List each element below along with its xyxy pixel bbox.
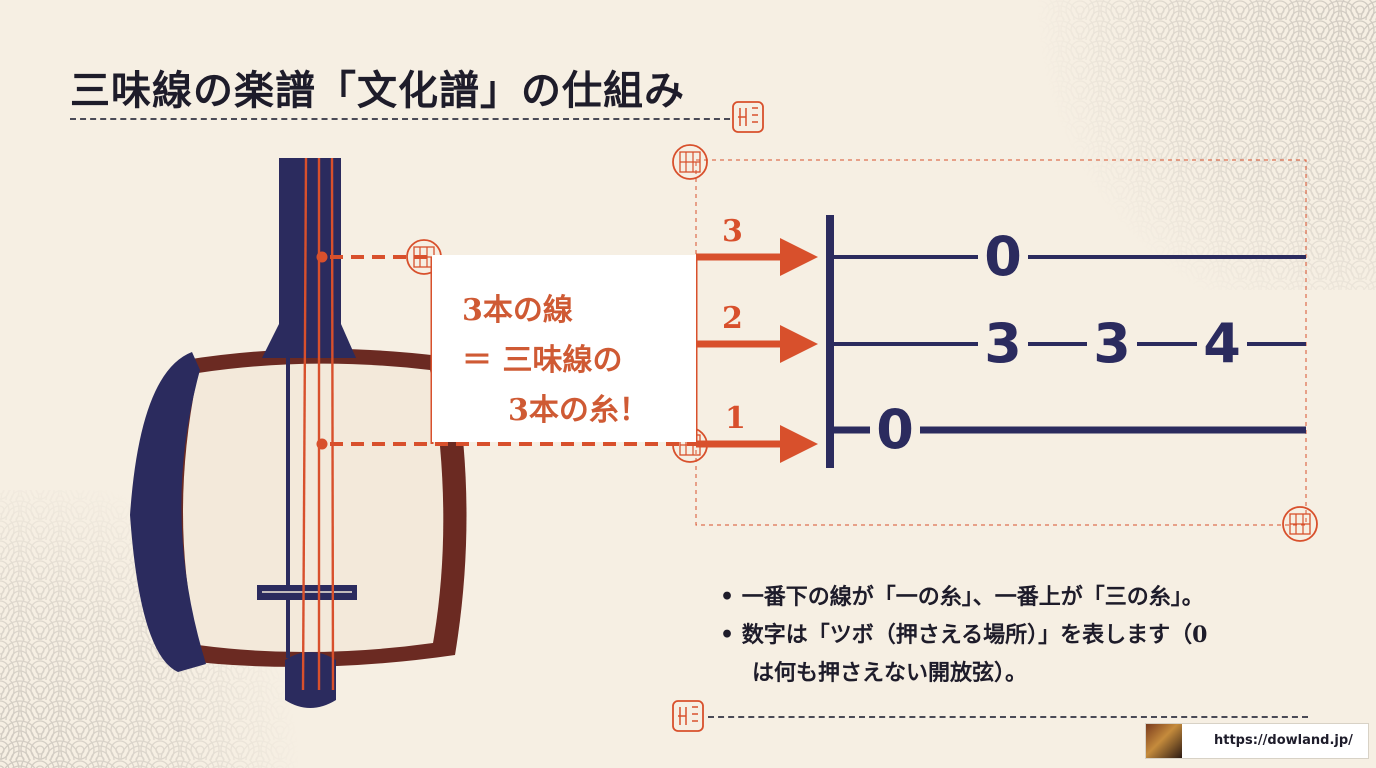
bottom-divider bbox=[708, 716, 1308, 718]
shamisen-skin bbox=[183, 363, 444, 653]
shamisen-illustration bbox=[130, 157, 467, 708]
shamisen-string-3 bbox=[330, 157, 335, 691]
site-thumbnail bbox=[1146, 724, 1182, 758]
note-item: • 一番下の線が「一の糸」、一番上が「三の糸」。 bbox=[720, 584, 1204, 610]
tablature-start-bar bbox=[826, 215, 834, 468]
seal-stamp-icon bbox=[732, 101, 764, 133]
fret-number: 0 bbox=[876, 398, 914, 461]
title-divider bbox=[70, 118, 730, 120]
seal-stamp-icon bbox=[672, 144, 708, 180]
callout-line-2: ＝ 三味線の bbox=[462, 343, 623, 378]
fret-number: 4 bbox=[1203, 312, 1241, 375]
shamisen-side-cover bbox=[130, 352, 206, 672]
note-item-continued: は何も押さえない開放弦）。 bbox=[752, 660, 1028, 686]
source-url[interactable]: https://dowland.jp/ bbox=[1214, 733, 1353, 748]
wave-pattern-top-right bbox=[1030, 0, 1376, 290]
string-marker-bottom bbox=[316, 438, 328, 450]
shamisen-neck bbox=[279, 158, 341, 332]
page-title: 三味線の楽譜「文化譜」の仕組み bbox=[70, 67, 685, 114]
fret-number: 0 bbox=[984, 225, 1022, 288]
fret-number: 3 bbox=[1093, 312, 1131, 375]
shamisen-string-1 bbox=[301, 157, 308, 691]
arrow-right-icon bbox=[696, 425, 818, 463]
arrow-right-icon bbox=[696, 238, 818, 276]
tablature-frame bbox=[695, 159, 1307, 526]
shamisen-neck-joint bbox=[262, 324, 356, 358]
callout-box: 3本の線 ＝ 三味線の 3本の糸！ bbox=[432, 255, 696, 442]
callout-line-3: 3本の糸！ bbox=[508, 393, 649, 428]
shamisen-tailpiece bbox=[285, 652, 336, 708]
callout-line-1: 3本の線 bbox=[462, 293, 573, 328]
string-label-3: 3 bbox=[722, 214, 743, 249]
arrow-right-icon bbox=[696, 325, 818, 363]
tablature-lines bbox=[834, 255, 1306, 434]
fret-number: 3 bbox=[984, 312, 1022, 375]
seal-stamp-icon bbox=[1282, 506, 1318, 542]
seal-stamp-icon bbox=[672, 700, 704, 732]
string-label-1: 1 bbox=[725, 401, 746, 436]
note-item: • 数字は「ツボ（押さえる場所）」を表します（0 bbox=[720, 622, 1208, 648]
string-label-2: 2 bbox=[722, 301, 743, 336]
string-marker-top bbox=[316, 251, 328, 263]
explanation-notes: • 一番下の線が「一の糸」、一番上が「三の糸」。 • 数字は「ツボ（押さえる場所… bbox=[720, 578, 1300, 692]
note-2-text: 数字は「ツボ（押さえる場所）」を表します（0 bbox=[741, 622, 1208, 648]
note-1-text: 一番下の線が「一の糸」、一番上が「三の糸」。 bbox=[741, 584, 1204, 610]
source-link-box[interactable]: https://dowland.jp/ bbox=[1145, 723, 1369, 759]
